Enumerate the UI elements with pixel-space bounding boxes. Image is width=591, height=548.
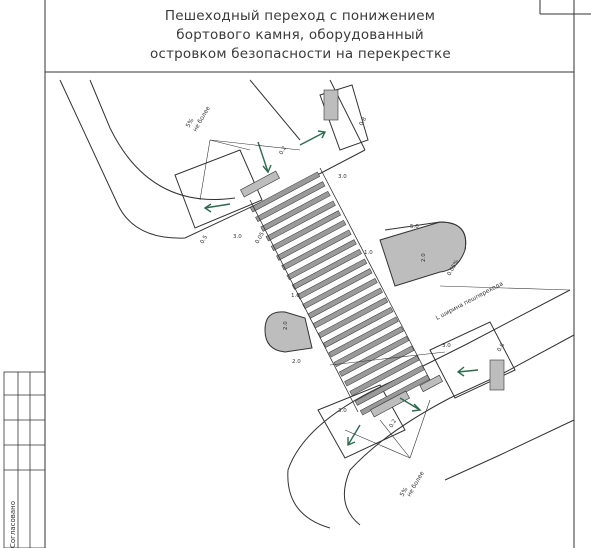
crosswalk-stripe (328, 316, 399, 358)
crosswalk-edge (249, 167, 431, 413)
title-line-2: бортового камня, оборудованный (176, 27, 424, 43)
note-slope-bottom: 5% (399, 486, 410, 498)
crosswalk-stripe (338, 335, 410, 377)
direction-arrows (203, 130, 479, 447)
dim-2-0-lower: 2.0 (292, 359, 301, 365)
crosswalk-stripe (318, 297, 389, 339)
crosswalk-stripe (344, 345, 415, 387)
safety-island-left (264, 311, 313, 353)
crosswalk-stripe (255, 181, 326, 223)
leader-lines (199, 139, 571, 459)
crosswalk-stripe (286, 239, 357, 281)
dim-0-8-top: 0.8 (359, 116, 369, 127)
dim-3-0-right: 3.0 (442, 343, 451, 349)
note-slope-top: 5% (185, 117, 196, 129)
crosswalk-stripe (265, 200, 336, 242)
stamp-block (3, 371, 46, 548)
dim-3-0-top: 3.0 (338, 174, 347, 180)
title-line-3: островком безопасности на перекрестке (150, 46, 451, 62)
crosswalk-stripe (281, 229, 352, 271)
stamp-label: Согласовано (9, 500, 17, 548)
dim-1-0-upper: 1.0 (364, 250, 373, 256)
crosswalk-stripe (249, 171, 321, 213)
dim-2-0-left-island: 2.0 (283, 321, 289, 330)
road-edges (59, 79, 575, 529)
tactile-strips (240, 89, 505, 418)
safety-island-right (379, 221, 467, 287)
title-line-1: Пешеходный переход с понижением (164, 8, 436, 24)
crosswalk-stripe (276, 219, 347, 261)
dim-0-2-top: 0.2 (279, 145, 289, 156)
crosswalk-stripe (323, 306, 394, 348)
crosswalk-stripe (291, 248, 362, 290)
crosswalk (249, 167, 431, 416)
crosswalk-stripe (260, 190, 331, 232)
dim-0-05-left: 0.05 (255, 231, 267, 245)
dim-5-0: 5.0 (410, 224, 419, 230)
dim-0-5-left: 0.5 (200, 234, 210, 245)
note-ne-bolee-bottom: не более (406, 470, 426, 498)
crosswalk-stripe (270, 210, 342, 252)
dim-0-2-bottom: 0.2 (389, 418, 399, 429)
dim-3-0-bottom: 3.0 (338, 408, 347, 414)
dim-0-8-right: 0.8 (497, 342, 507, 353)
note-ne-bolee-top: не более (192, 105, 212, 133)
dim-1-0-lower: 1.0 (291, 293, 300, 299)
dim-2-0-island: 2.0 (421, 253, 427, 262)
crosswalk-stripe (297, 258, 368, 300)
dim-3-0-left: 3.0 (233, 234, 242, 240)
